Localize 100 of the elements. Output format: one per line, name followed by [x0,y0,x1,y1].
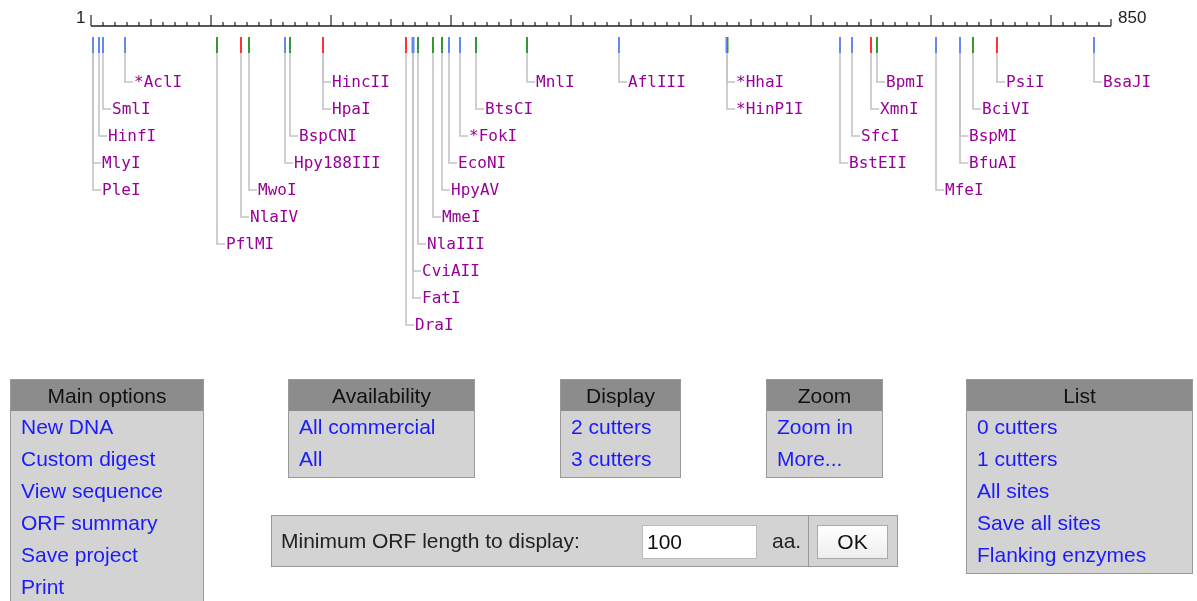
menu-link: Save all sites [976,510,1101,536]
menu-link: 2 cutters [570,414,652,440]
menu-link: Print [20,574,65,600]
site-mark [98,37,100,53]
site-mark [216,37,218,53]
site-mark [870,37,872,53]
orf-length-panel [271,515,898,567]
menu-link: 0 cutters [976,414,1058,440]
enzyme-label: BfuAI [969,154,1018,172]
enzyme-label: MmeI [442,208,481,226]
enzyme-label: SfcI [861,127,900,145]
site-mark [448,37,450,53]
leader-line [959,52,969,164]
leader-line [935,52,945,191]
leader-line [322,52,332,110]
enzyme-label: *FokI [469,127,518,145]
enzyme-label: NlaIII [427,235,485,253]
enzyme-label: PleI [102,181,141,199]
leader-line [851,52,861,137]
menu-link: View sequence [20,478,164,504]
menu-link: All commercial [298,414,436,440]
enzyme-label: HpyAV [451,181,500,199]
site-mark [876,37,878,53]
ok-button: OK [817,525,888,559]
leader-line [526,52,536,83]
panel-header: List [967,380,1192,411]
menu-link: 1 cutters [976,446,1058,472]
site-mark [284,37,286,53]
site-mark [322,37,324,53]
menu-link: Flanking enzymes [976,542,1147,568]
site-mark [959,37,961,53]
site-mark [248,37,250,53]
site-mark [839,37,841,53]
enzyme-label: MlyI [102,154,141,172]
leader-line [870,52,880,110]
enzyme-label: *HinP1I [736,100,804,118]
site-mark [92,37,94,53]
field-label: Minimum ORF length to display: [281,528,580,554]
site-mark [124,37,126,53]
panel-header: Main options [11,380,203,411]
enzyme-label: BpmI [886,73,925,91]
leader-line [475,52,485,110]
enzyme-label: BstEII [849,154,907,172]
leader-line [432,52,442,218]
leader-line [405,52,415,326]
scale-label: 1 [76,9,86,27]
enzyme-label: EcoNI [458,154,507,172]
menu-link: Save project [20,542,138,568]
enzyme-label: XmnI [880,100,919,118]
enzyme-label: MwoI [258,181,297,199]
site-mark [405,37,407,53]
panel-header: Availability [289,380,474,411]
site-mark [459,37,461,53]
site-mark [417,37,419,53]
enzyme-label: PsiI [1006,73,1045,91]
leader-line [102,52,112,110]
leader-line [248,52,258,191]
site-mark [935,37,937,53]
enzyme-label: FatI [422,289,461,307]
enzyme-label: *HhaI [736,73,785,91]
leader-line [448,52,458,164]
unit-label: aa. [772,528,802,554]
leader-line [289,52,299,137]
leader-line [459,52,469,137]
leader-line [1093,52,1103,83]
enzyme-label: BciVI [982,100,1031,118]
site-mark [996,37,998,53]
enzyme-label: DraI [415,316,454,334]
enzyme-label: PflMI [226,235,275,253]
site-mark [432,37,434,53]
menu-link: ORF summary [20,510,158,536]
panel-header: Zoom [767,380,882,411]
leader-line [972,52,982,110]
enzyme-label: BspCNI [299,127,357,145]
menu-panel [288,379,475,478]
site-mark [102,37,104,53]
leader-line [876,52,886,83]
enzyme-label: AflIII [628,73,686,91]
menu-link: Custom digest [20,446,156,472]
leader-line [417,52,427,245]
leader-line [124,52,134,83]
site-mark [851,37,853,53]
menu-link: Zoom in [776,414,853,440]
site-mark [441,37,443,53]
site-mark [1093,37,1095,53]
enzyme-label: MnlI [536,73,575,91]
site-mark [240,37,242,53]
menu-link: All [298,446,323,472]
leader-line [726,52,736,110]
scale-label: 850 [1118,9,1147,27]
leader-line [216,52,226,245]
site-mark [526,37,528,53]
enzyme-label: MfeI [945,181,984,199]
input-field: 100 [642,525,757,559]
site-mark [972,37,974,53]
enzyme-label: *AclI [134,73,183,91]
enzyme-label: CviAII [422,262,480,280]
menu-link: 3 cutters [570,446,652,472]
enzyme-label: HinfI [108,127,157,145]
leader-line [98,52,108,137]
